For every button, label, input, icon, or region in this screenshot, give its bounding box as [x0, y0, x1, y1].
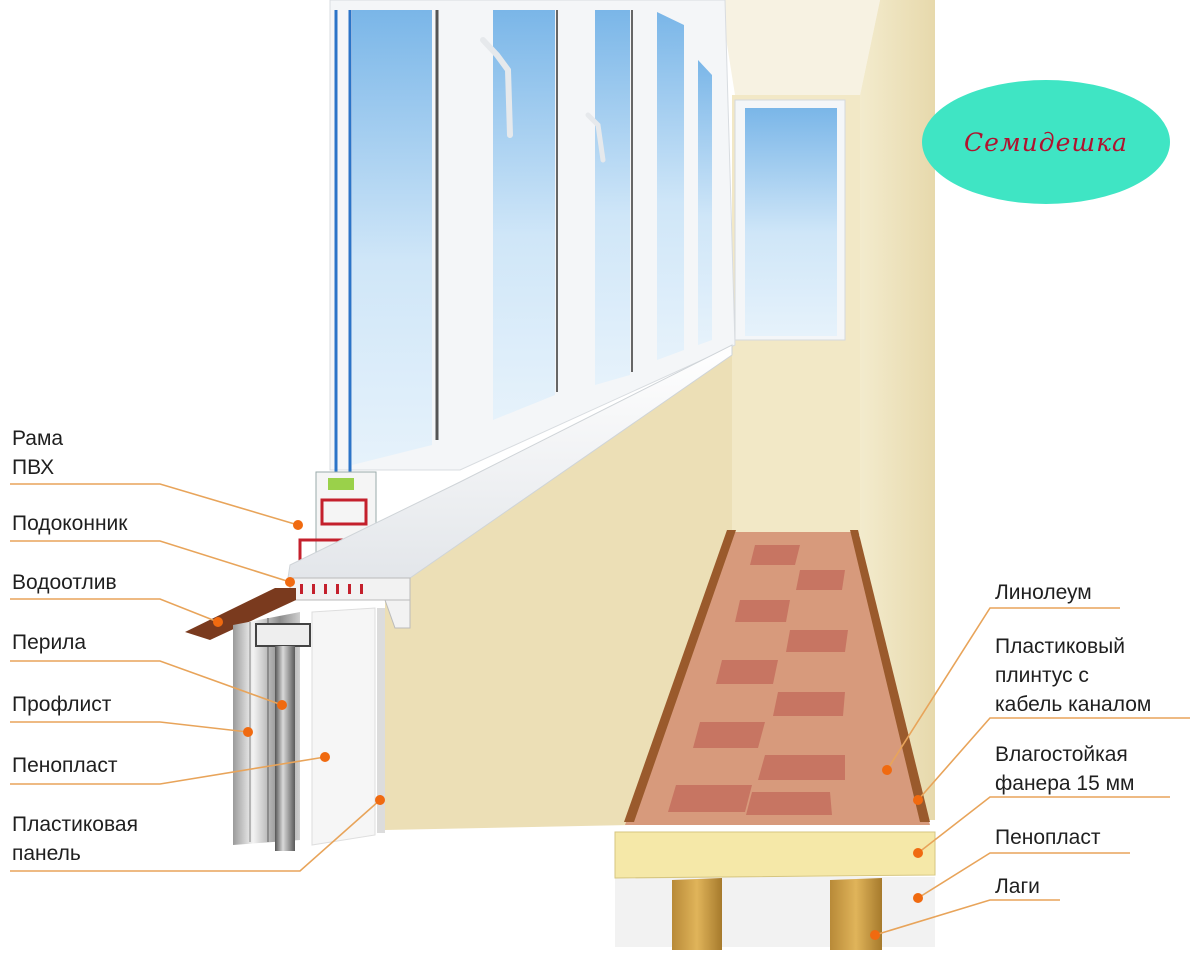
label-plywood: Влагостойкая фанера 15 мм [995, 743, 1135, 795]
linoleum-floor [625, 532, 930, 825]
marker-dots [213, 520, 923, 940]
label-skirting-board: Пластиковый плинтус с кабель каналом [995, 635, 1152, 716]
floor-foam [615, 877, 935, 947]
label-foam: Пенопласт [12, 754, 118, 777]
ceiling [720, 0, 880, 95]
label-drip-cap: Водоотлив [12, 571, 117, 594]
skirting-right [850, 530, 930, 822]
joist-right [830, 878, 882, 950]
drip-cap [185, 588, 296, 640]
railing-top [255, 623, 311, 647]
leader-lines-left [10, 483, 381, 872]
logo-text: Семидешка [964, 127, 1128, 157]
label-profiled-sheet: Профлист [12, 693, 112, 716]
skirting-left [624, 530, 736, 822]
joist-left [672, 878, 722, 950]
label-window-sill: Подоконник [12, 512, 128, 535]
logo-badge: Семидешка [922, 80, 1170, 204]
leader-lines-right [874, 607, 1190, 936]
label-plastic-panel: Пластиковая панель [12, 813, 138, 865]
plastic-panel [377, 608, 385, 833]
window-pane-3 [595, 10, 630, 385]
far-window-glass [745, 108, 837, 336]
label-linoleum: Линолеум [995, 581, 1092, 604]
window-pane-5 [698, 60, 712, 345]
plywood-front [614, 831, 936, 879]
label-floor-foam: Пенопласт [995, 826, 1101, 849]
window-pane-4 [657, 12, 684, 360]
railing-pipe [275, 646, 295, 851]
window-pane-1 [352, 10, 432, 465]
wall-foam [311, 607, 376, 846]
left-wall [385, 355, 732, 830]
label-railing: Перила [12, 631, 87, 654]
label-frame-pvc: Рама ПВХ [12, 427, 64, 479]
window-pane-2 [493, 10, 555, 420]
linoleum-pattern [668, 545, 848, 815]
label-joists: Лаги [995, 875, 1040, 898]
